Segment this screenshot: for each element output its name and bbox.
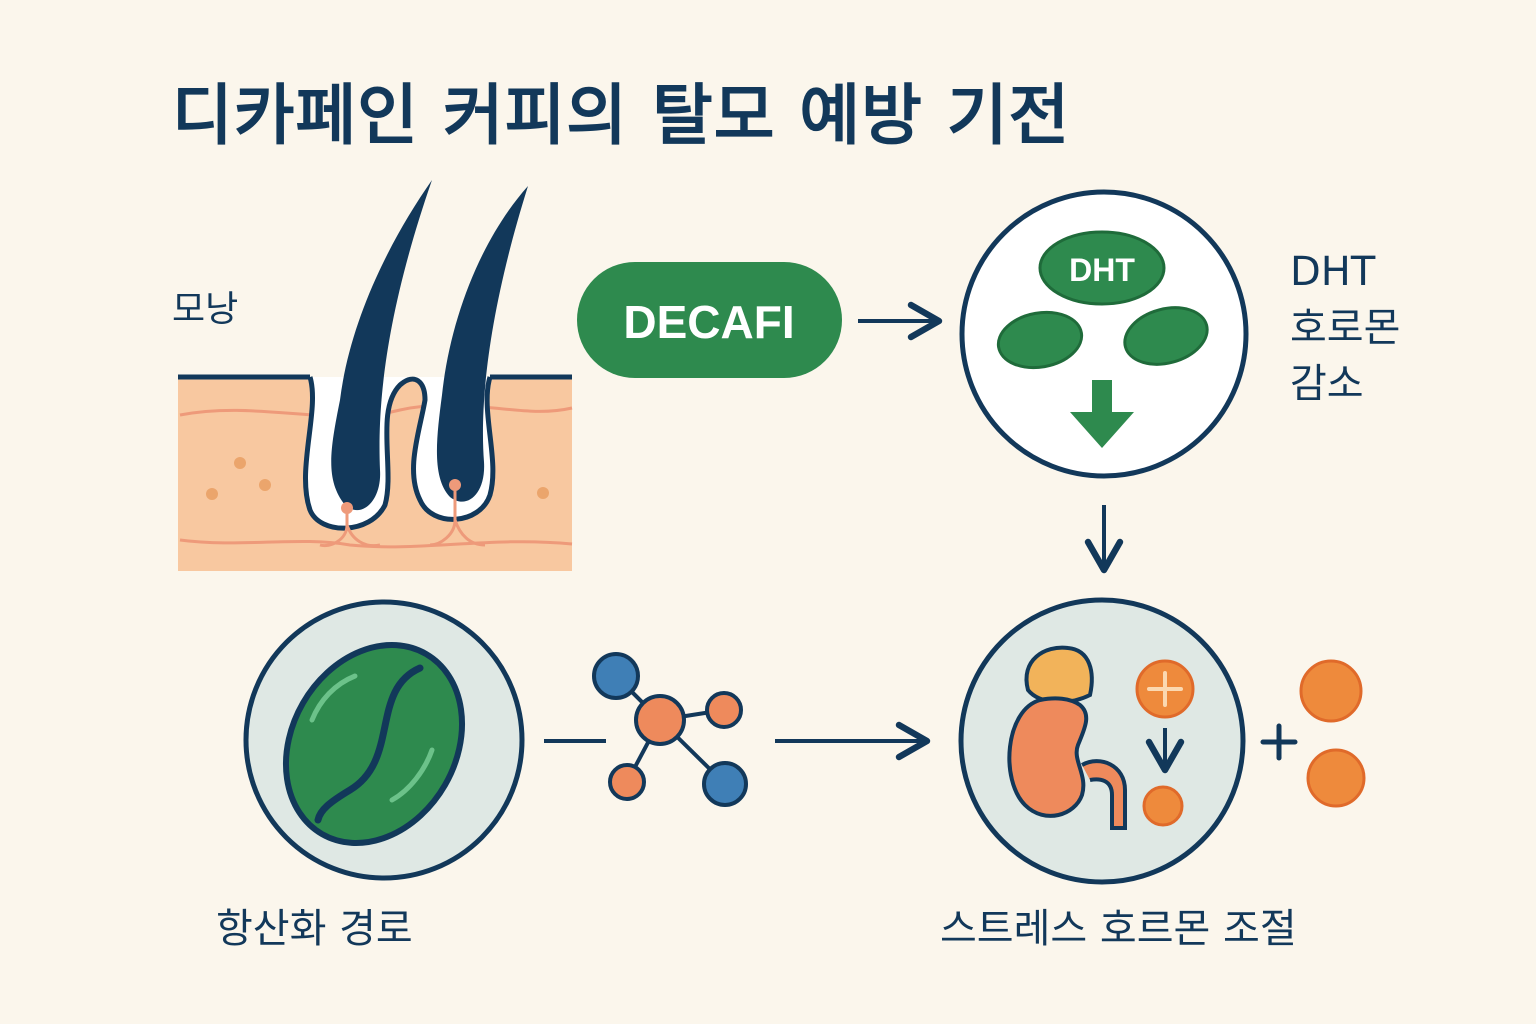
decaf-pill-label: DECAFI (623, 296, 794, 348)
adrenal-gland-icon (1024, 645, 1094, 704)
page-title: 디카페인 커피의 탈모 예방 기전 (172, 77, 1071, 154)
hormone-dot (1142, 785, 1184, 827)
antioxidant-pathway-label: 항산화 경로 (216, 906, 413, 952)
kidney-icon (1007, 696, 1089, 818)
stress-hormone-circle (958, 597, 1246, 885)
coffee-bean-icon (243, 599, 525, 881)
dht-circle: DHT (959, 189, 1249, 479)
plus-icon (1135, 659, 1195, 719)
hormone-dot (1306, 748, 1366, 808)
dht-caption-line-1: DHT (1290, 249, 1376, 295)
hair-follicle-icon (178, 180, 573, 571)
plus-icon (1260, 723, 1298, 761)
dht-molecule (996, 310, 1084, 370)
decrease-arrow-icon (1070, 380, 1134, 448)
dht-molecule (1123, 306, 1209, 366)
decaf-pill: DECAFI (577, 262, 842, 378)
ureter-icon (1081, 759, 1127, 830)
dht-caption-line-3: 감소 (1290, 361, 1364, 407)
dht-caption: DHT 호로몬 감소 (1290, 244, 1400, 412)
dht-badge-label: DHT (1069, 252, 1135, 288)
follicle-label: 모낭 (172, 289, 239, 330)
molecule-icon (592, 652, 748, 807)
dht-caption-line-2: 호로몬 (1290, 305, 1401, 351)
hormone-dot (1299, 659, 1363, 723)
stress-hormone-label: 스트레스 호르몬 조절 (940, 906, 1297, 952)
